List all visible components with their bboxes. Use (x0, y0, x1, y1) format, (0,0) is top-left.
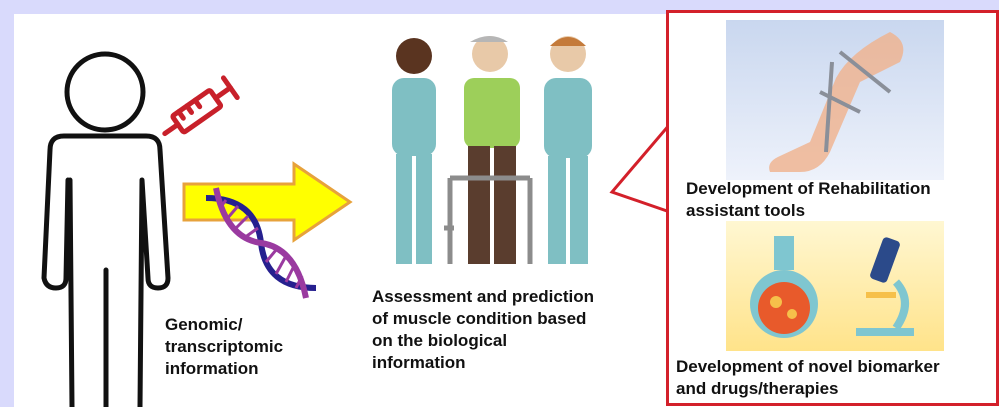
assessment-line-1: Assessment and prediction (372, 287, 595, 306)
genomic-line-2: transcriptomic (165, 337, 284, 356)
rehab-line-2: assistant tools (686, 201, 806, 220)
genomic-line-3: information (165, 359, 259, 378)
drugs-line-2: and drugs/therapies (676, 379, 839, 398)
microscope-icon (856, 237, 914, 336)
arrow-right-icon (182, 161, 353, 243)
genomic-line-1: Genomic/ (165, 315, 243, 334)
syringe-icon (162, 75, 240, 137)
drugs-label: Development of novel biomarker and drugs… (676, 356, 940, 400)
assessment-line-4: information (372, 353, 466, 372)
assessment-label: Assessment and prediction of muscle cond… (372, 286, 594, 374)
person-outline-icon (41, 51, 171, 407)
callout-pointer (609, 120, 672, 215)
dna-icon (205, 187, 317, 299)
rehab-line-1: Development of Rehabilitation (686, 179, 931, 198)
caregivers-icon (392, 36, 592, 264)
rehab-label: Development of Rehabilitation assistant … (686, 178, 931, 222)
genomic-label: Genomic/ transcriptomic information (165, 314, 283, 380)
leg-brace-icon (769, 32, 904, 172)
flask-icon (750, 236, 818, 338)
drugs-line-1: Development of novel biomarker (676, 357, 940, 376)
assessment-line-3: on the biological (372, 331, 508, 350)
assessment-line-2: of muscle condition based (372, 309, 587, 328)
